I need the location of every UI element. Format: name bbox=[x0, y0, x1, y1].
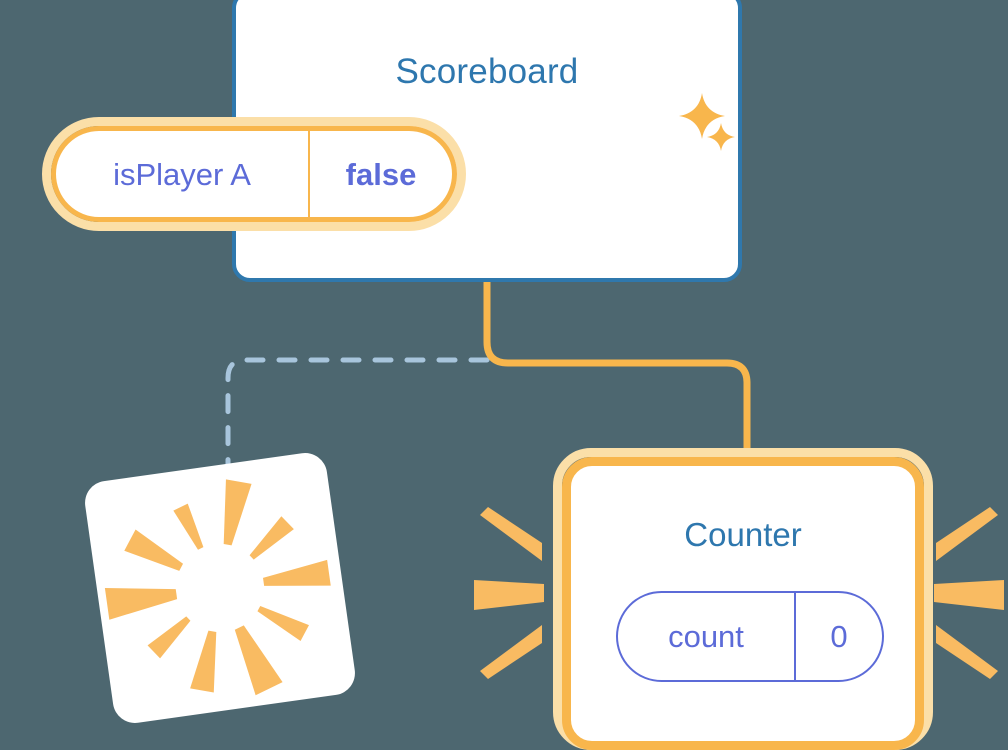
ray bbox=[474, 580, 544, 610]
counter-state-value: 0 bbox=[830, 619, 848, 654]
burst-card-surface bbox=[85, 453, 355, 723]
solid-connector-line bbox=[483, 278, 751, 474]
rotated-burst-card bbox=[85, 453, 355, 723]
counter-state-pill[interactable]: count 0 bbox=[616, 591, 884, 682]
ray bbox=[936, 507, 998, 561]
ray bbox=[936, 625, 998, 679]
burst-rays bbox=[104, 479, 331, 696]
scoreboard-state-pill[interactable]: isPlayer A false bbox=[51, 126, 457, 222]
scoreboard-state-value: false bbox=[345, 156, 417, 192]
ray bbox=[480, 625, 542, 679]
ray bbox=[480, 507, 542, 561]
counter-rays-left bbox=[474, 507, 544, 679]
counter-card[interactable]: Counter count 0 bbox=[562, 457, 924, 750]
dashed-connector-line bbox=[225, 357, 490, 473]
scoreboard-state-key: isPlayer A bbox=[56, 131, 310, 217]
scoreboard-pill-highlight-halo bbox=[42, 117, 466, 231]
ray bbox=[934, 580, 1004, 610]
scoreboard-title: Scoreboard bbox=[395, 52, 579, 91]
sparkle-small-icon bbox=[707, 123, 735, 151]
counter-title: Counter bbox=[684, 516, 802, 553]
counter-rays-right bbox=[934, 507, 1004, 679]
counter-state-key: count bbox=[618, 593, 796, 680]
sparkle-large-icon bbox=[679, 93, 725, 139]
